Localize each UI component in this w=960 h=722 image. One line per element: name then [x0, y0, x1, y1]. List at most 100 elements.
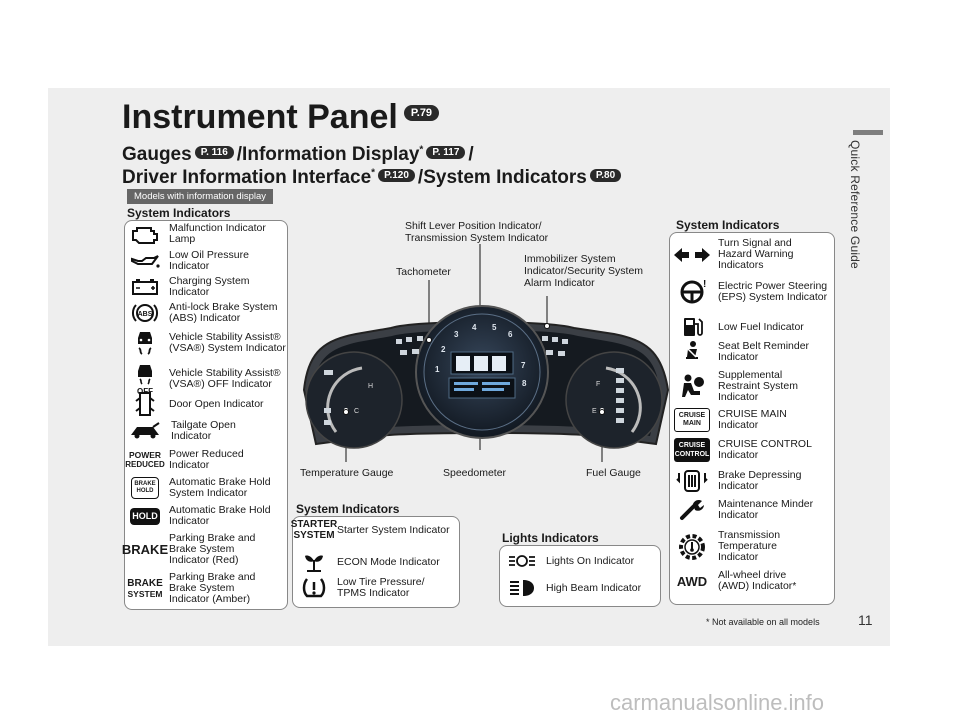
gauges-label: Gauges	[122, 144, 192, 165]
slash: /	[468, 144, 474, 165]
list-item-label: Maintenance Minder Indicator	[718, 498, 814, 521]
list-item-label: CRUISE MAIN Indicator	[718, 408, 787, 431]
shift-lever-label: Shift Lever Position Indicator/ Transmis…	[405, 220, 549, 244]
vsa-off-icon: OFF	[127, 363, 163, 395]
list-item: Vehicle Stability Assist® (VSA®) System …	[127, 328, 287, 358]
list-item-label: ECON Mode Indicator	[337, 555, 440, 568]
svg-text:F: F	[596, 381, 600, 388]
list-item-label: Low Oil Pressure Indicator	[169, 249, 249, 272]
turn-signal-icon	[672, 247, 712, 263]
list-item: AWD All-wheel drive (AWD) Indicator*	[672, 570, 818, 592]
eps-icon: !	[672, 278, 712, 306]
awd-icon: AWD	[676, 573, 708, 589]
list-item-label: Lights On Indicator	[546, 554, 635, 567]
dii-page-ref[interactable]: P.120	[378, 169, 415, 183]
list-item: High Beam Indicator	[504, 578, 641, 598]
list-item-label: Electric Power Steering (EPS) System Ind…	[718, 280, 828, 303]
list-item-label: Tailgate Open Indicator	[171, 419, 236, 442]
list-item-label: All-wheel drive (AWD) Indicator*	[718, 569, 797, 592]
list-item-label: Low Tire Pressure/ TPMS Indicator	[337, 576, 425, 599]
door-open-icon	[127, 390, 163, 418]
left-panel-heading: System Indicators	[127, 206, 231, 220]
svg-text:7: 7	[521, 361, 526, 370]
wrench-icon	[672, 498, 712, 522]
list-item: HOLD Automatic Brake Hold Indicator	[127, 505, 287, 527]
list-item-label: Seat Belt Reminder Indicator	[718, 340, 810, 363]
left-indicator-panel	[124, 220, 288, 610]
list-item-label: Malfunction Indicator Lamp	[169, 222, 266, 245]
list-item-label: Parking Brake and Brake System Indicator…	[169, 571, 256, 605]
list-item-label: High Beam Indicator	[546, 581, 642, 594]
temperature-gauge-label: Temperature Gauge	[300, 467, 394, 479]
list-item-label: Charging System Indicator	[169, 275, 250, 298]
battery-icon	[127, 278, 163, 296]
malfunction-indicator-icon	[127, 224, 163, 244]
not-all-models-mark: *	[419, 144, 424, 156]
list-item: ABS Anti-lock Brake System (ABS) Indicat…	[127, 300, 287, 326]
seat-belt-icon	[672, 340, 712, 364]
lights-indicator-panel	[499, 545, 661, 607]
list-item: Charging System Indicator	[127, 276, 277, 298]
hold-icon: HOLD	[127, 507, 163, 525]
list-item: Low Tire Pressure/ TPMS Indicator	[295, 576, 427, 600]
list-item: Tailgate Open Indicator	[127, 420, 251, 442]
list-item: ! Electric Power Steering (EPS) System I…	[672, 278, 828, 306]
gauges-page-ref[interactable]: P. 116	[194, 146, 234, 160]
page-number: 11	[858, 612, 873, 628]
models-tag: Models with information display	[127, 189, 274, 204]
not-all-models-mark: *	[371, 167, 376, 179]
list-item: Low Oil Pressure Indicator	[127, 250, 277, 272]
list-item: Turn Signal and Hazard Warning Indicator…	[672, 238, 808, 271]
title-page-ref[interactable]: P.79	[403, 105, 440, 122]
list-item: Lights On Indicator	[504, 552, 634, 570]
info-display-page-ref[interactable]: P. 117	[426, 146, 466, 160]
list-item-label: Anti-lock Brake System (ABS) Indicator	[169, 301, 278, 324]
fuel-gauge-label: Fuel Gauge	[586, 467, 641, 479]
list-item: Maintenance Minder Indicator	[672, 498, 818, 522]
system-indicators-page-ref[interactable]: P.80	[589, 169, 622, 183]
svg-text:3: 3	[454, 330, 459, 339]
svg-text:C: C	[354, 408, 359, 415]
list-item-label: Starter System Indicator	[337, 523, 450, 536]
list-item: Supplemental Restraint System Indicator	[672, 370, 818, 403]
oil-pressure-icon	[127, 252, 163, 270]
vsa-icon	[127, 328, 163, 358]
right-panel-heading: System Indicators	[676, 218, 780, 232]
svg-text:2: 2	[441, 345, 446, 354]
lights-on-icon	[504, 552, 540, 570]
list-item-label: Vehicle Stability Assist® (VSA®) OFF Ind…	[169, 367, 281, 390]
bottom-indicator-panel	[292, 516, 460, 608]
dii-label: Driver Information Interface	[122, 167, 372, 188]
list-item-label: Power Reduced Indicator	[169, 448, 244, 471]
svg-text:1: 1	[435, 365, 440, 374]
footnote: * Not available on all models	[706, 617, 820, 627]
brake-depress-icon	[672, 467, 712, 495]
list-item: Malfunction Indicator Lamp	[127, 223, 277, 245]
list-item: OFF Vehicle Stability Assist® (VSA®) OFF…	[127, 363, 287, 395]
svg-text:E: E	[592, 408, 597, 415]
list-item-label: Parking Brake and Brake System Indicator…	[169, 532, 256, 566]
svg-text:5: 5	[492, 323, 497, 332]
list-item: Seat Belt Reminder Indicator	[672, 340, 818, 364]
system-indicators-label: /System Indicators	[417, 167, 587, 188]
list-item: Door Open Indicator	[127, 390, 277, 418]
list-item-label: Automatic Brake Hold Indicator	[169, 504, 271, 527]
low-fuel-icon	[672, 316, 712, 338]
sidebar-strip	[852, 88, 890, 646]
list-item-label: Brake Depressing Indicator	[718, 469, 802, 492]
list-item-label: Supplemental Restraint System Indicator	[718, 369, 798, 403]
info-display-label: /Information Display	[236, 144, 420, 165]
svg-text:4: 4	[472, 323, 477, 332]
